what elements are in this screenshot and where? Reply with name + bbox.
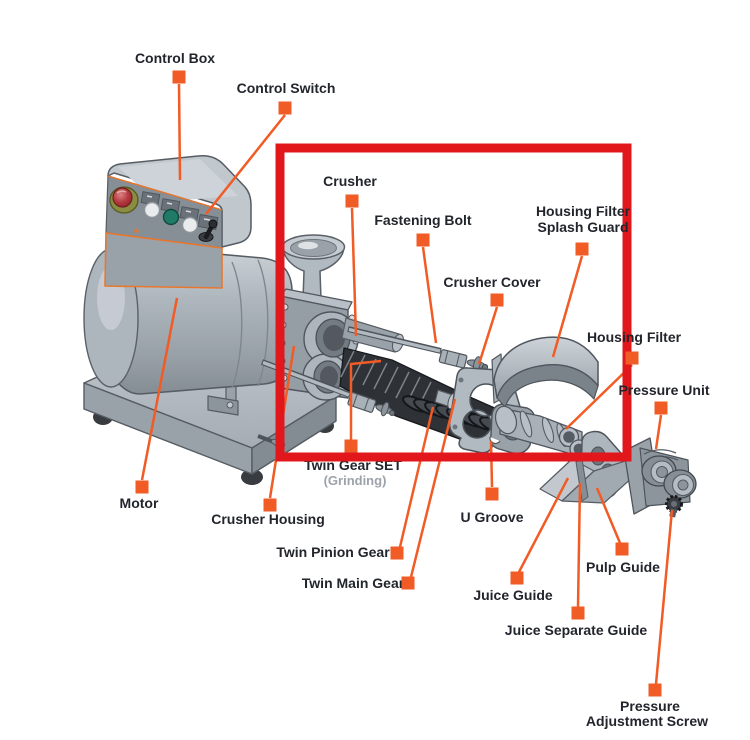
callout-marker xyxy=(135,480,149,494)
callout-marker xyxy=(401,576,415,590)
juice-guide-label: Juice Guide xyxy=(473,587,553,603)
twin-gear-set-label: Twin Gear SET (Grinding) xyxy=(304,457,402,488)
pulp-guide-label: Pulp Guide xyxy=(586,559,660,575)
callout-marker xyxy=(625,351,639,365)
leader-lines xyxy=(140,83,674,685)
callout-marker xyxy=(172,70,186,84)
callout-marker xyxy=(490,293,504,307)
u-groove-label: U Groove xyxy=(460,509,523,525)
fastening-bolt-label: Fastening Bolt xyxy=(374,212,472,228)
juice-separate-guide-label: Juice Separate Guide xyxy=(505,622,648,638)
pressure-adjustment-label-line1: Pressure xyxy=(620,698,680,714)
callout-marker xyxy=(510,571,524,585)
callout-marker xyxy=(575,242,589,256)
part-labels: Control Box Control Switch Crusher Faste… xyxy=(120,50,710,729)
twin-gear-set-note-text: (Grinding) xyxy=(324,473,387,488)
pressure-adjustment-label-line2: Adjustment Screw xyxy=(586,713,708,729)
callout-marker xyxy=(345,194,359,208)
crusher-cover-label: Crusher Cover xyxy=(443,274,541,290)
callout-marker xyxy=(615,542,629,556)
splash-guard-label-line2: Splash Guard xyxy=(537,219,628,235)
pressure-unit-label: Pressure Unit xyxy=(618,382,709,398)
control-box-label: Control Box xyxy=(135,50,215,66)
control-box-part xyxy=(104,154,252,289)
callout-marker xyxy=(416,233,430,247)
callout-marker xyxy=(390,546,404,560)
callout-markers xyxy=(135,70,668,697)
motor-label: Motor xyxy=(120,495,159,511)
splash-guard-part xyxy=(491,336,599,408)
callout-marker xyxy=(485,487,499,501)
twin-main-gear-label: Twin Main Gear xyxy=(302,575,405,591)
splash-guard-label-line1: Housing Filter xyxy=(536,203,631,219)
callout-marker xyxy=(278,101,292,115)
callout-marker xyxy=(263,498,277,512)
control-switch-label: Control Switch xyxy=(237,80,336,96)
highlight-rectangle xyxy=(275,143,632,462)
callout-marker xyxy=(571,606,585,620)
callout-marker xyxy=(654,401,668,415)
twin-pinion-gear-label: Twin Pinion Gear xyxy=(276,544,390,560)
callout-marker xyxy=(344,439,358,453)
pressure-unit-part xyxy=(623,437,697,518)
crusher-housing-label: Crusher Housing xyxy=(211,511,325,527)
housing-filter-label: Housing Filter xyxy=(587,329,682,345)
callout-marker xyxy=(648,683,662,697)
crusher-label: Crusher xyxy=(323,173,377,189)
machine-illustration xyxy=(83,154,697,518)
